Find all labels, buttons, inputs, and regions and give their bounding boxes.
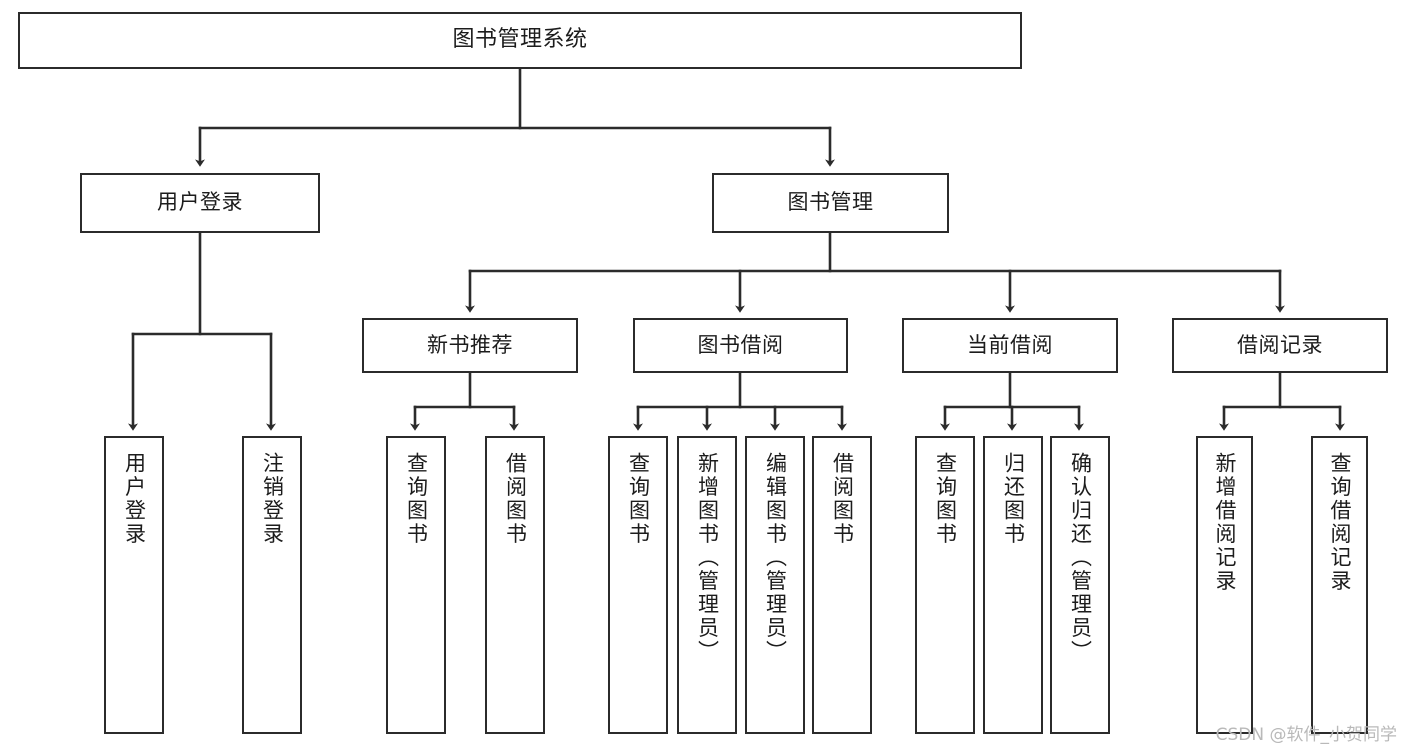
node-label: 当前借阅 xyxy=(967,332,1053,357)
node-label: 图书管理系统 xyxy=(452,27,588,53)
node-label: 借阅图书 xyxy=(830,452,855,546)
node-label: 归还图书 xyxy=(1001,452,1026,546)
node-label: 新增图书（管理员） xyxy=(695,452,720,664)
watermark-text: CSDN @软件_小贺同学 xyxy=(1215,725,1397,745)
leaf-current-borrow-confirm-return[interactable]: 确认归还（管理员） xyxy=(1050,436,1110,734)
leaf-book-borrow-add[interactable]: 新增图书（管理员） xyxy=(677,436,737,734)
leaf-book-borrow-borrow[interactable]: 借阅图书 xyxy=(812,436,872,734)
node-label: 用户登录 xyxy=(122,452,147,546)
node-label: 新书推荐 xyxy=(427,332,513,357)
leaf-new-book-borrow[interactable]: 借阅图书 xyxy=(485,436,545,734)
node-book-management[interactable]: 图书管理 xyxy=(712,173,949,233)
node-root-system[interactable]: 图书管理系统 xyxy=(18,12,1022,69)
leaf-book-borrow-edit[interactable]: 编辑图书（管理员） xyxy=(745,436,805,734)
node-user-login[interactable]: 用户登录 xyxy=(80,173,320,233)
node-book-borrow[interactable]: 图书借阅 xyxy=(633,318,848,373)
node-label: 编辑图书（管理员） xyxy=(763,452,788,664)
node-label: 新增借阅记录 xyxy=(1213,452,1237,593)
leaf-borrow-record-add[interactable]: 新增借阅记录 xyxy=(1196,436,1253,734)
node-label: 借阅记录 xyxy=(1237,332,1323,357)
leaf-book-borrow-query[interactable]: 查询图书 xyxy=(608,436,668,734)
node-new-book-recommend[interactable]: 新书推荐 xyxy=(362,318,578,373)
leaf-new-book-query[interactable]: 查询图书 xyxy=(386,436,446,734)
node-label: 查询图书 xyxy=(404,452,429,546)
leaf-user-login-login[interactable]: 用户登录 xyxy=(104,436,164,734)
node-label: 图书借阅 xyxy=(697,332,784,357)
leaf-borrow-record-query[interactable]: 查询借阅记录 xyxy=(1311,436,1368,734)
node-label: 借阅图书 xyxy=(503,452,528,546)
node-current-borrow[interactable]: 当前借阅 xyxy=(902,318,1118,373)
node-label: 图书管理 xyxy=(787,190,874,215)
node-label: 确认归还（管理员） xyxy=(1068,452,1093,664)
leaf-user-login-logout[interactable]: 注销登录 xyxy=(242,436,302,734)
leaf-current-borrow-query[interactable]: 查询图书 xyxy=(915,436,975,734)
node-label: 注销登录 xyxy=(260,452,285,546)
node-label: 查询借阅记录 xyxy=(1328,452,1352,593)
node-label: 查询图书 xyxy=(933,452,958,546)
node-label: 查询图书 xyxy=(626,452,651,546)
node-borrow-record[interactable]: 借阅记录 xyxy=(1172,318,1388,373)
node-label: 用户登录 xyxy=(157,190,243,215)
leaf-current-borrow-return[interactable]: 归还图书 xyxy=(983,436,1043,734)
